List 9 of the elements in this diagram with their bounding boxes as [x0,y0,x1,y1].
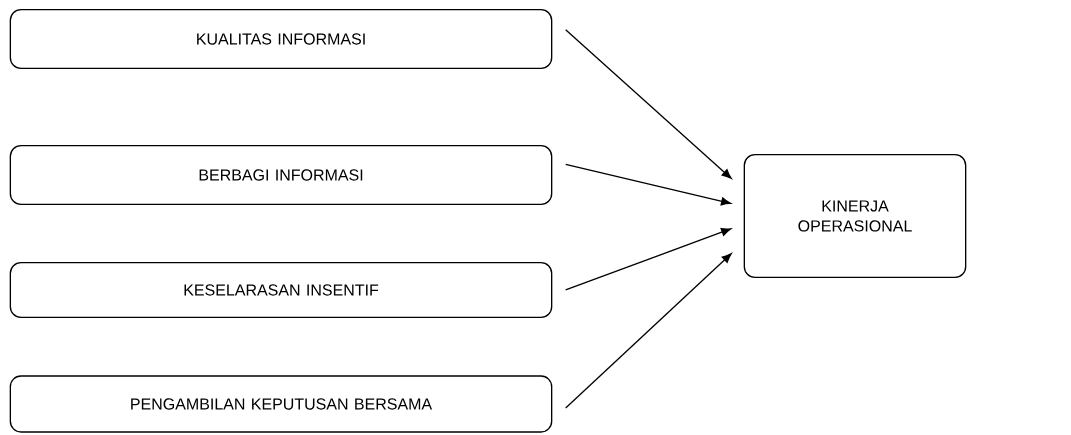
arrow [565,253,732,409]
process-box: KINERJA OPERASIONAL [743,154,967,278]
arrow [565,163,732,206]
process-box: KUALITAS INFORMASI [9,9,553,69]
process-box: BERBAGI INFORMASI [9,145,553,205]
process-box: KESELARASAN INSENTIF [9,262,553,318]
process-box: PENGAMBILAN KEPUTUSAN BERSAMA [9,375,553,433]
arrow [565,29,732,179]
arrow [565,228,732,291]
